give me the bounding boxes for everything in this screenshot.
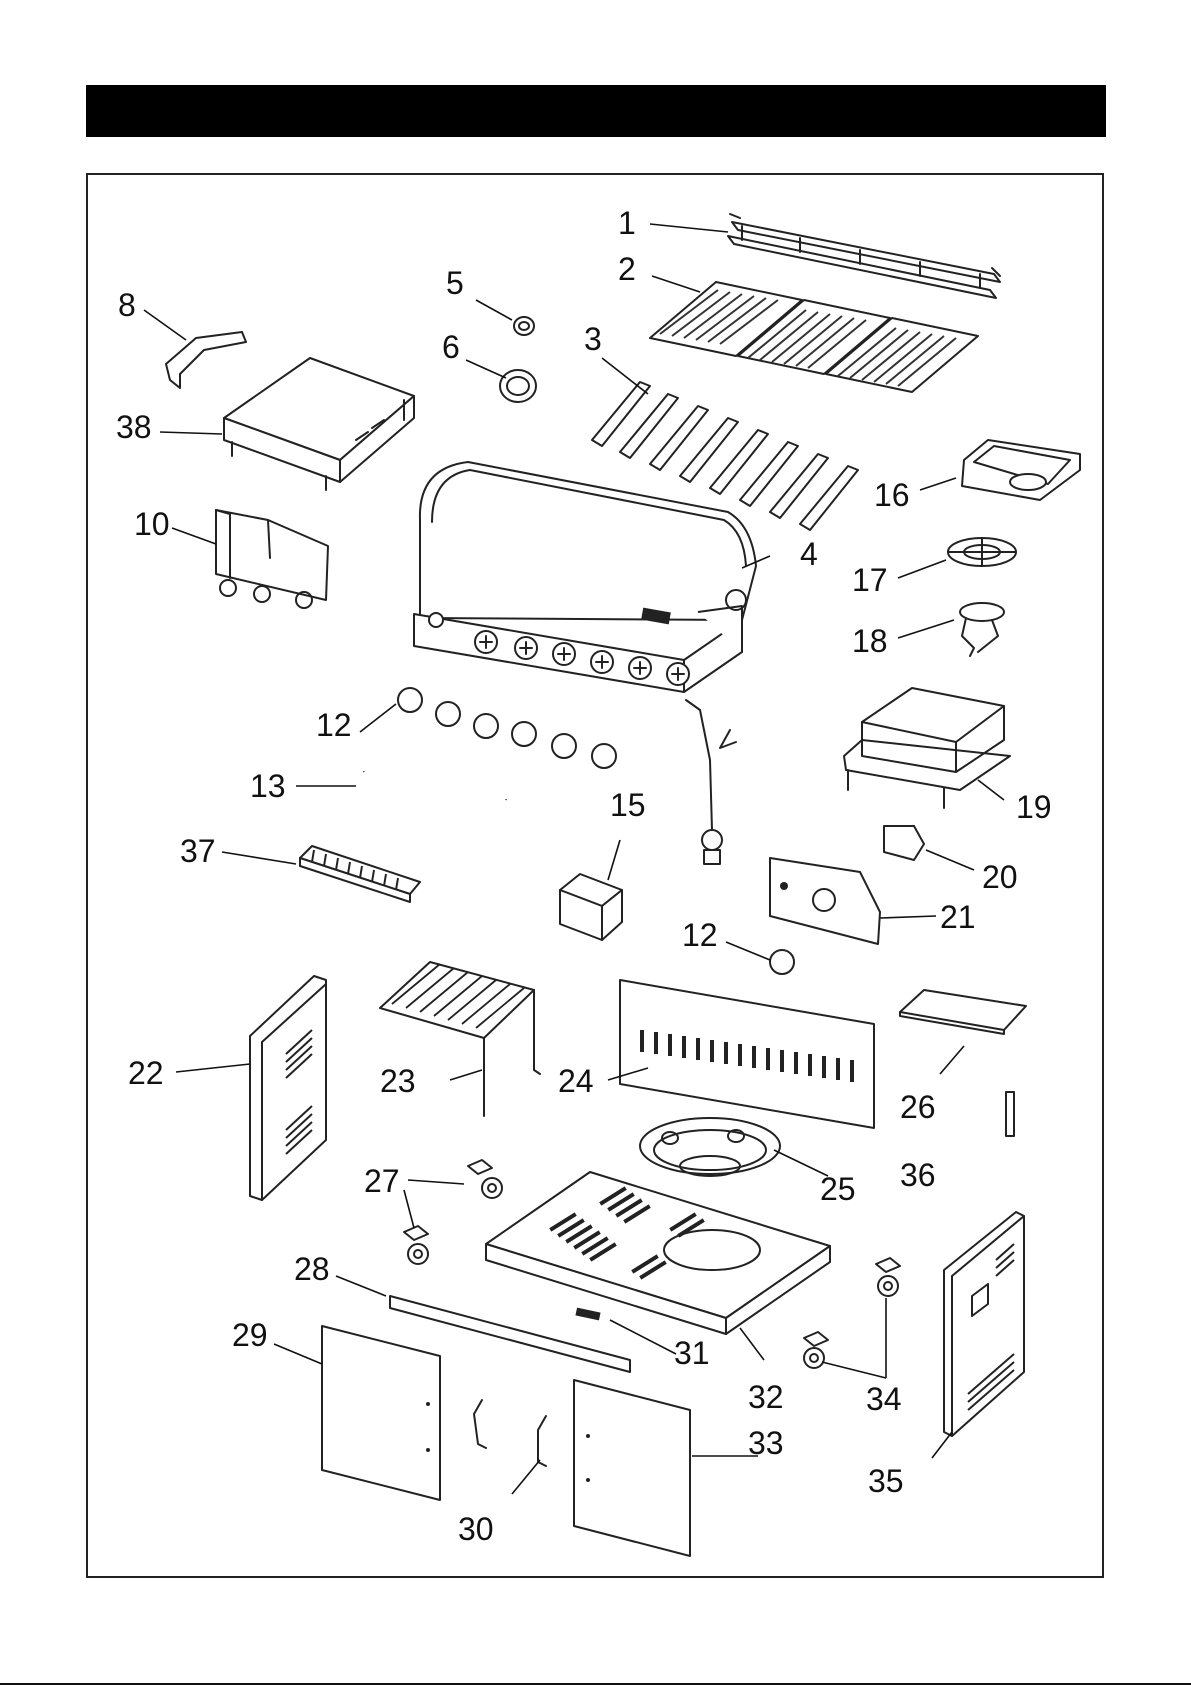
gas-regulator-hose — [686, 700, 736, 864]
label-part-30: 30 — [458, 1511, 494, 1547]
label-part-12: 12 — [316, 707, 352, 743]
part-8-side-handle — [166, 332, 246, 388]
part-1-warming-rack — [728, 214, 1000, 298]
part-22-left-side-panel — [250, 976, 326, 1200]
label-part-13: 13 — [250, 768, 286, 804]
label-part-10: 10 — [134, 506, 170, 542]
part-31-magnet-latch — [575, 1308, 600, 1321]
part-19-side-burner-housing — [844, 688, 1010, 808]
label-part-4: 4 — [800, 536, 818, 572]
part-17-side-burner-grate — [948, 538, 1016, 566]
label-part-36: 36 — [900, 1157, 936, 1193]
label-part-29: 29 — [232, 1317, 268, 1353]
label-part-21: 21 — [940, 899, 976, 935]
part-33-right-door — [574, 1380, 690, 1556]
label-part-15: 15 — [610, 787, 646, 823]
label-part-17: 17 — [852, 562, 888, 598]
part-21-side-control-panel — [770, 858, 880, 944]
part-16-side-burner-frame — [962, 440, 1080, 500]
part-30-door-handles — [474, 1400, 546, 1466]
part-24-rear-panel — [620, 980, 874, 1128]
label-part-12-side: 12 — [682, 917, 718, 953]
label-part-19: 19 — [1016, 789, 1052, 825]
label-part-22: 22 — [128, 1055, 164, 1091]
part-15-grease-cup — [560, 874, 622, 940]
label-part-27: 27 — [364, 1163, 400, 1199]
part-5-knob-bezel — [514, 317, 534, 335]
label-part-2: 2 — [618, 251, 636, 287]
label-part-31: 31 — [674, 1335, 710, 1371]
part-26-side-tray — [900, 990, 1026, 1034]
label-part-16: 16 — [874, 477, 910, 513]
label-part-38: 38 — [116, 409, 152, 445]
part-32-bottom-base — [486, 1172, 830, 1334]
label-part-32: 32 — [748, 1379, 784, 1415]
part-29-left-door — [322, 1326, 440, 1500]
label-part-18: 18 — [852, 623, 888, 659]
part-4-grill-head — [414, 462, 756, 692]
part-10-side-panel — [216, 510, 328, 608]
part-37-rack-basket — [300, 846, 420, 902]
label-part-6: 6 — [442, 329, 460, 365]
label-part-35: 35 — [868, 1463, 904, 1499]
label-part-23: 23 — [380, 1063, 416, 1099]
part-2-cooking-grates — [650, 282, 978, 392]
label-part-24: 24 — [558, 1063, 594, 1099]
part-25-bowl — [640, 1118, 780, 1176]
part-38-side-shelf — [224, 358, 414, 490]
part-35-right-side-panel — [944, 1212, 1024, 1436]
label-part-5: 5 — [446, 265, 464, 301]
label-part-25: 25 — [820, 1171, 856, 1207]
part-36-clip — [1006, 1092, 1014, 1136]
label-part-8: 8 — [118, 287, 136, 323]
label-part-28: 28 — [294, 1251, 330, 1287]
part-13-lid-handle — [364, 772, 506, 818]
part-20-heat-shield — [884, 826, 924, 860]
part-6-light-bezel — [500, 370, 536, 402]
label-part-26: 26 — [900, 1089, 936, 1125]
part-12-side-burner-knob — [770, 950, 794, 974]
label-part-37: 37 — [180, 833, 216, 869]
part-12-control-knobs — [398, 688, 616, 768]
part-18-side-burner — [960, 603, 1004, 656]
label-part-34: 34 — [866, 1381, 902, 1417]
label-part-1: 1 — [618, 205, 636, 241]
label-part-20: 20 — [982, 859, 1018, 895]
label-part-33: 33 — [748, 1425, 784, 1461]
label-part-3: 3 — [584, 321, 602, 357]
